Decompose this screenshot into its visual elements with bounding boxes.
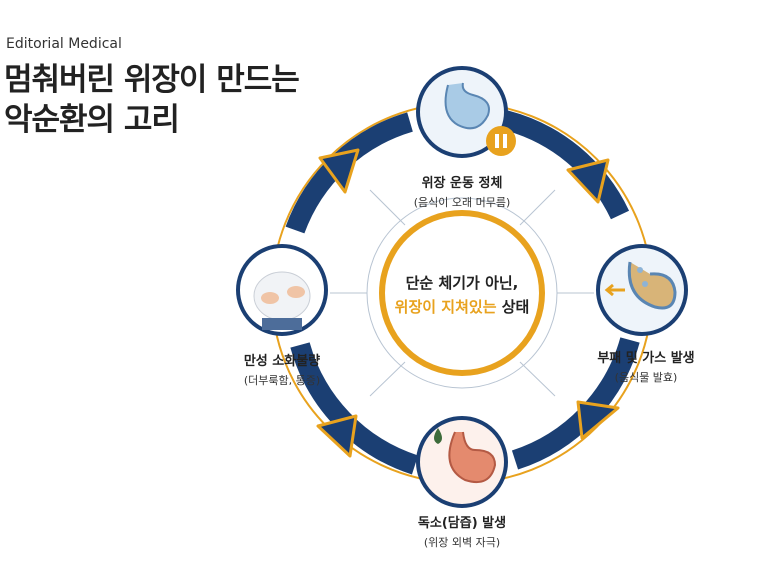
node-sub: (음식이 오래 머무름) (413, 196, 511, 209)
center-line-2-rest: 상태 (496, 298, 530, 316)
node-top (416, 66, 516, 158)
node-label-top: 위장 운동 정체 (음식이 오래 머무름) (372, 172, 552, 210)
guide-lines (330, 189, 594, 397)
node-label-left: 만성 소화불량 (더부룩함, 통증) (192, 350, 372, 388)
node-left (236, 244, 328, 336)
center-highlight: 위장이 지쳐있는 (394, 298, 497, 316)
node-label-bottom: 독소(담즙) 발생 (위장 외벽 자극) (372, 512, 552, 550)
center-message: 단순 체기가 아닌, 위장이 지쳐있는 상태 (382, 215, 542, 375)
node-title: 만성 소화불량 (243, 354, 321, 369)
node-title: 부패 및 가스 발생 (597, 351, 695, 366)
gas-stomach-icon (627, 261, 677, 310)
page-title: 멈춰버린 위장이 만드는 악순환의 고리 (4, 60, 300, 140)
node-title: 독소(담즙) 발생 (417, 516, 507, 531)
title-line-2: 악순환의 고리 (4, 102, 180, 138)
pause-icon (486, 126, 516, 156)
node-label-right: 부패 및 가스 발생 (음식물 발효) (556, 347, 736, 385)
arrow-top-right (502, 110, 630, 220)
toxin-stomach-icon (448, 431, 497, 484)
node-bottom (416, 416, 508, 508)
brand-label: Editorial Medical (6, 36, 122, 52)
node-sub: (더부룩함, 통증) (243, 374, 321, 387)
node-right (596, 244, 688, 336)
center-line-1: 단순 체기가 아닌, (405, 274, 519, 292)
node-sub: (음식물 발효) (614, 371, 678, 384)
arrowheads (316, 148, 620, 458)
center-circle (379, 210, 545, 376)
center-line-2: 위장이 지쳐있는 상태 (395, 295, 530, 319)
paused-stomach-icon (444, 82, 490, 130)
title-line-1: 멈춰버린 위장이 만드는 (4, 62, 300, 98)
node-sub: (위장 외벽 자극) (423, 536, 501, 549)
node-title: 위장 운동 정체 (421, 176, 503, 191)
